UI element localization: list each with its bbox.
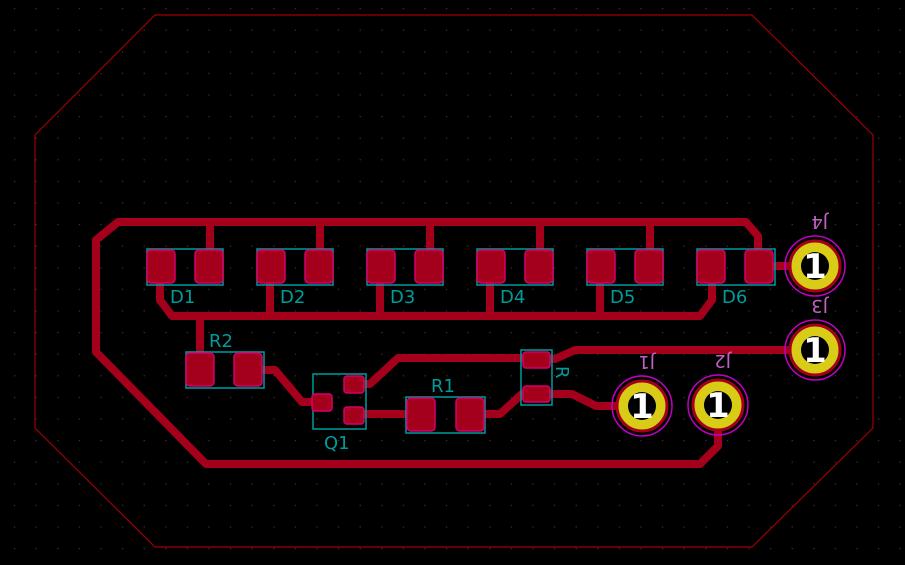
connector-j4[interactable]: 1 J4 — [784, 211, 846, 297]
j3-label: J3 — [811, 295, 829, 316]
led-d2-pad-a — [304, 249, 334, 284]
led-d5-pad-k — [586, 249, 616, 284]
ldr-pad-1 — [522, 351, 551, 369]
j1-outline — [611, 375, 673, 437]
led-d3[interactable]: D3 — [366, 248, 444, 308]
led-d4-pad-k — [476, 249, 506, 284]
led-d6-pad-k — [696, 249, 726, 284]
r1-outline — [405, 396, 486, 434]
led-d3-pad-k — [366, 249, 396, 284]
r1-pad-2 — [455, 397, 485, 432]
j1-pad-number: 1 — [630, 387, 654, 427]
ldr-outline — [520, 349, 553, 406]
q1-label: Q1 — [324, 433, 350, 454]
j2-hole — [704, 391, 732, 419]
led-d3-pad-a — [414, 249, 444, 284]
j3-outline — [784, 319, 846, 381]
led-d4[interactable]: D4 — [476, 248, 554, 308]
connector-j1[interactable]: 1 J1 — [611, 351, 673, 437]
trace-led-anode-bus — [92, 218, 762, 468]
r2-pad-1 — [185, 352, 215, 387]
q1-pad-collector — [343, 375, 365, 394]
q1-pad-emitter — [343, 406, 365, 425]
r2-pad-2 — [233, 352, 263, 387]
led-d1-label: D1 — [170, 287, 195, 308]
led-d6-pad-a — [744, 249, 774, 284]
led-d2[interactable]: D2 — [256, 248, 334, 308]
led-d1-pad-k — [146, 249, 176, 284]
led-d2-pad-k — [256, 249, 286, 284]
j4-outline — [784, 235, 846, 297]
connector-j2[interactable]: 1 J2 — [687, 350, 749, 436]
led-d6-label: D6 — [722, 287, 747, 308]
j1-label: J1 — [638, 351, 656, 372]
led-d2-label: D2 — [280, 287, 305, 308]
resistor-r2[interactable]: R2 — [185, 331, 265, 389]
q1-pad-base — [311, 393, 333, 412]
resistor-r1[interactable]: R1 — [405, 376, 486, 434]
led-d5-label: D5 — [610, 287, 635, 308]
led-d1-pad-a — [194, 249, 224, 284]
j3-hole — [801, 336, 829, 364]
j1-hole — [628, 392, 656, 420]
led-d3-label: D3 — [390, 287, 415, 308]
j3-pad-number: 1 — [803, 331, 827, 371]
transistor-q1[interactable]: Q1 — [311, 373, 367, 454]
led-d4-label: D4 — [500, 287, 525, 308]
ldr-r[interactable]: R — [520, 349, 572, 406]
led-d5-pad-a — [634, 249, 664, 284]
trace-cathode-bus — [156, 262, 716, 320]
j2-outline — [687, 374, 749, 436]
r1-pad-1 — [406, 397, 436, 432]
board-outline — [34, 14, 874, 548]
j2-pad-number: 1 — [706, 386, 730, 426]
led-d4-pad-a — [524, 249, 554, 284]
r2-label: R2 — [209, 331, 233, 352]
led-d5[interactable]: D5 — [586, 248, 664, 308]
led-d1[interactable]: D1 — [146, 248, 224, 308]
connector-j3[interactable]: 1 J3 — [784, 295, 846, 381]
led-d6[interactable]: D6 — [696, 248, 776, 308]
ldr-label: R — [551, 366, 572, 379]
j2-label: J2 — [714, 350, 732, 371]
j4-label: J4 — [811, 211, 829, 232]
r1-label: R1 — [431, 376, 455, 397]
j4-pad-number: 1 — [803, 247, 827, 287]
j4-hole — [801, 252, 829, 280]
ldr-pad-2 — [522, 385, 551, 403]
